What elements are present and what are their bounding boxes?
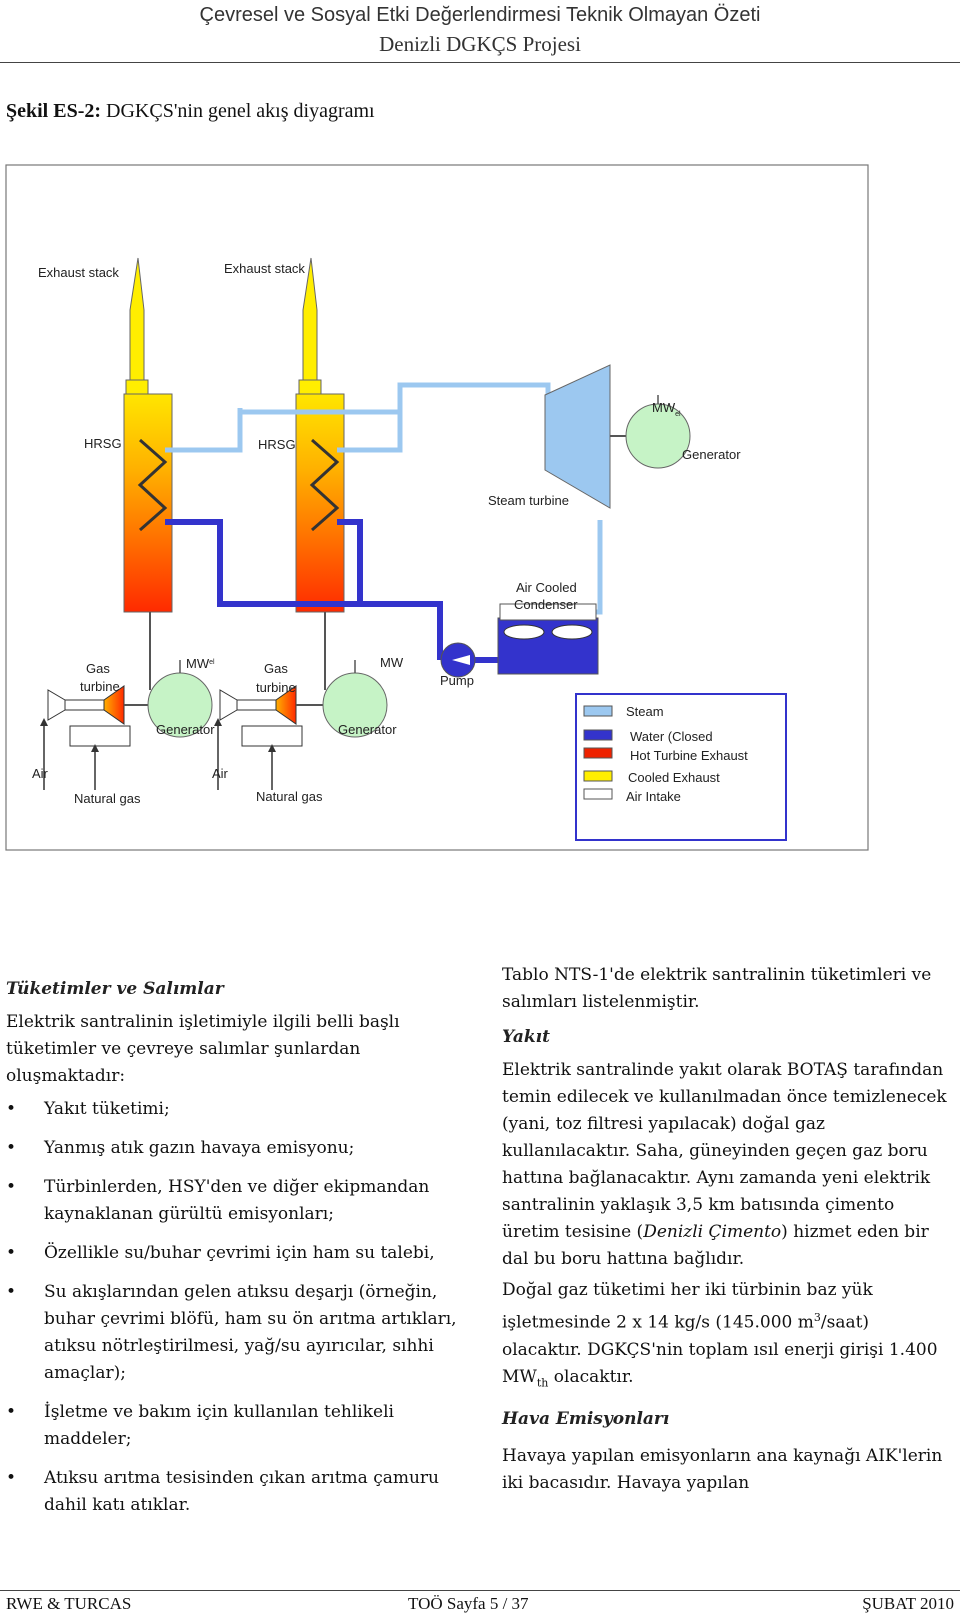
label-air-1: Air	[32, 766, 49, 781]
label-generator-2: Generator	[338, 722, 397, 737]
footer-left: RWE & TURCAS	[6, 1594, 132, 1613]
hrsg-2	[295, 393, 345, 613]
legend-swatch-steam	[583, 705, 613, 717]
steam-line	[165, 412, 243, 453]
label-gas-turbine-2b: turbine	[256, 680, 296, 695]
figure-caption-number: Şekil ES-2:	[6, 100, 102, 122]
list-item: Özellikle su/buhar çevrimi için ham su t…	[6, 1240, 476, 1267]
section-heading-consumption: Tüketimler ve Salımlar	[6, 979, 224, 999]
water-line	[165, 519, 360, 607]
list-item: Atıksu arıtma tesisinden çıkan arıtma ça…	[6, 1465, 476, 1519]
list-item: Yanmış atık gazın havaya emisyonu;	[6, 1135, 476, 1162]
label-natural-gas-1: Natural gas	[74, 791, 141, 806]
header-subtitle: Denizli DGKÇS Projesi	[379, 32, 581, 56]
legend-label-water: Water (Closed	[630, 729, 713, 744]
legend-label-cooled-exhaust: Cooled Exhaust	[628, 770, 720, 785]
label-air-2: Air	[212, 766, 229, 781]
flow-diagram: Exhaust stack Exhaust stack HRSG HRSG MW…	[5, 164, 869, 851]
label-exhaust-stack-2: Exhaust stack	[224, 261, 305, 276]
footer-center: TOÖ Sayfa 5 / 37	[408, 1594, 529, 1613]
label-exhaust-stack-1: Exhaust stack	[38, 265, 119, 280]
legend-swatch-water	[583, 729, 613, 741]
label-gas-turbine-1b: turbine	[80, 679, 120, 694]
section-heading-fuel: Yakıt	[502, 1027, 550, 1047]
right-column: Tablo NTS-1'de elektrik santralinin tüke…	[502, 962, 954, 1497]
legend-box	[575, 693, 787, 841]
label-steam-turbine: Steam turbine	[488, 493, 569, 508]
figure-caption-text: DGKÇS'nin genel akış diyagramı	[101, 100, 375, 122]
header-title: Çevresel ve Sosyal Etki Değerlendirmesi …	[199, 4, 761, 26]
section-heading-air-emissions: Hava Emisyonları	[502, 1409, 670, 1430]
left-column: Tüketimler ve Salımlar Elektrik santrali…	[6, 976, 476, 1531]
right-intro: Tablo NTS-1'de elektrik santralinin tüke…	[502, 965, 932, 1012]
list-item: Su akışlarından gelen atıksu deşarjı (ör…	[6, 1279, 476, 1387]
header-rule	[0, 62, 960, 63]
label-hrsg-2: HRSG	[258, 437, 296, 452]
list-item: Yakıt tüketimi;	[6, 1096, 476, 1123]
footer-right: ŞUBAT 2010	[862, 1594, 954, 1613]
label-mw-el-1: MWel	[186, 656, 215, 671]
hrsg-1	[123, 393, 173, 613]
legend-label-air: Air Intake	[626, 789, 681, 804]
list-item: İşletme ve bakım için kullanılan tehlike…	[6, 1399, 476, 1453]
legend-swatch-hot-exhaust	[583, 747, 613, 759]
air-emissions-paragraph: Havaya yapılan emisyonların ana kaynağı …	[502, 1446, 943, 1494]
label-generator-top: Generator	[682, 447, 741, 462]
bullet-list: Yakıt tüketimi; Yanmış atık gazın havaya…	[6, 1096, 476, 1519]
label-condenser-1: Air Cooled	[516, 580, 577, 595]
figure-caption: Şekil ES-2: DGKÇS'nin genel akış diyagra…	[6, 100, 375, 123]
steam-turbine	[544, 364, 611, 509]
left-intro: Elektrik santralinin işletimiyle ilgili …	[6, 1012, 400, 1086]
label-gas-turbine-1a: Gas	[86, 661, 110, 676]
footer-rule	[0, 1590, 960, 1591]
label-mw-el-top: MWel	[652, 400, 681, 418]
label-condenser-2: Condenser	[514, 597, 578, 612]
legend-label-steam: Steam	[626, 704, 664, 719]
legend-label-hot-exhaust: Hot Turbine Exhaust	[630, 748, 748, 763]
label-pump: Pump	[440, 673, 474, 688]
legend-swatch-air	[583, 788, 613, 800]
legend-swatch-cooled-exhaust	[583, 770, 613, 782]
list-item: Türbinlerden, HSY'den ve diğer ekipmanda…	[6, 1174, 476, 1228]
label-natural-gas-2: Natural gas	[256, 789, 323, 804]
label-generator-1: Generator	[156, 722, 215, 737]
label-hrsg-1: HRSG	[84, 436, 122, 451]
fuel-paragraph-1: Elektrik santralinde yakıt olarak BOTAŞ …	[502, 1060, 947, 1269]
label-gas-turbine-2a: Gas	[264, 661, 288, 676]
label-mw-el-2: MW	[380, 655, 404, 670]
fuel-paragraph-2: Doğal gaz tüketimi her iki türbinin baz …	[502, 1280, 938, 1390]
